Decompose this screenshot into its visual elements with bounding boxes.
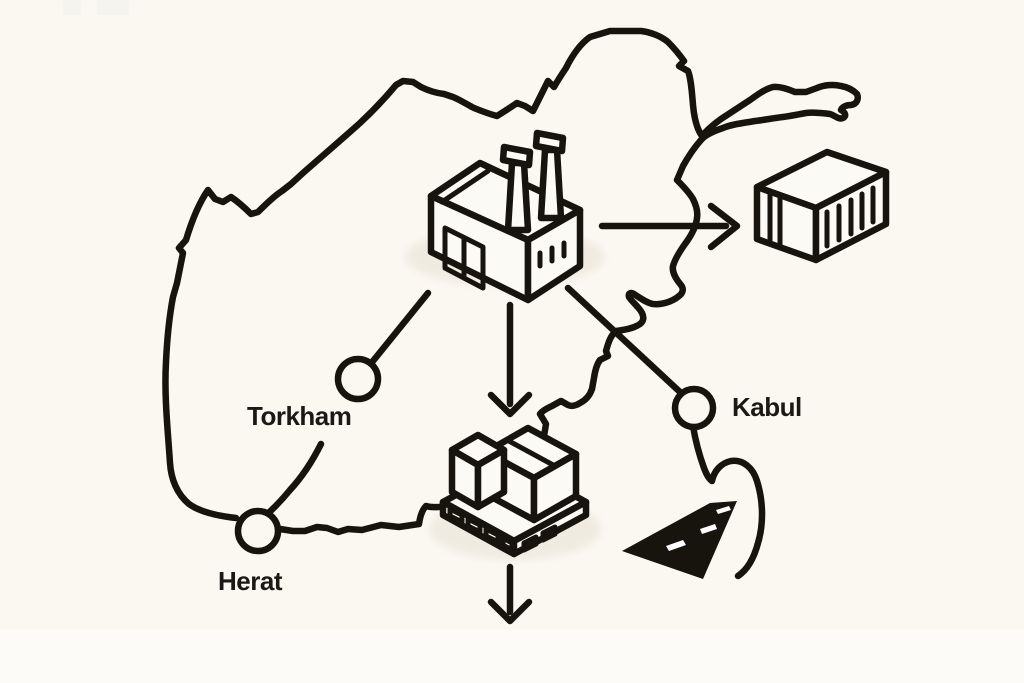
background-band bbox=[0, 630, 1024, 683]
road-dash bbox=[700, 524, 717, 534]
torkham-circle-marker bbox=[334, 355, 382, 403]
arrow-down-icon bbox=[487, 301, 533, 418]
road-dash bbox=[716, 506, 731, 514]
factory-to-torkham-line bbox=[369, 289, 432, 365]
shipping-container-icon bbox=[753, 148, 890, 264]
kabul-label: Kabul bbox=[732, 392, 802, 422]
herat-label: Herat bbox=[218, 566, 282, 596]
factory-chimney-cap bbox=[499, 143, 534, 169]
road-icon bbox=[622, 501, 737, 579]
factory-chimney bbox=[504, 159, 532, 234]
factory-to-kabul-line bbox=[564, 284, 684, 396]
torkham-herat-route-line bbox=[260, 440, 325, 521]
factory-chimney bbox=[537, 146, 565, 222]
background-patch bbox=[63, 0, 81, 15]
country-border-outline bbox=[162, 27, 861, 536]
arrow-right-icon bbox=[598, 202, 741, 251]
kabul-to-road-line bbox=[689, 422, 766, 580]
factory-icon bbox=[427, 129, 584, 304]
arrow-down-icon bbox=[487, 563, 533, 625]
road-dash bbox=[666, 540, 686, 551]
background-patch bbox=[97, 0, 129, 15]
kabul-circle-marker bbox=[671, 385, 717, 431]
pallet-boxes-icon bbox=[439, 424, 590, 558]
torkham-label: Torkham bbox=[247, 401, 352, 431]
pallet-box-small bbox=[448, 431, 508, 511]
herat-circle-marker bbox=[234, 507, 282, 555]
factory-chimney-cap bbox=[532, 129, 567, 155]
factory-door bbox=[442, 225, 486, 291]
